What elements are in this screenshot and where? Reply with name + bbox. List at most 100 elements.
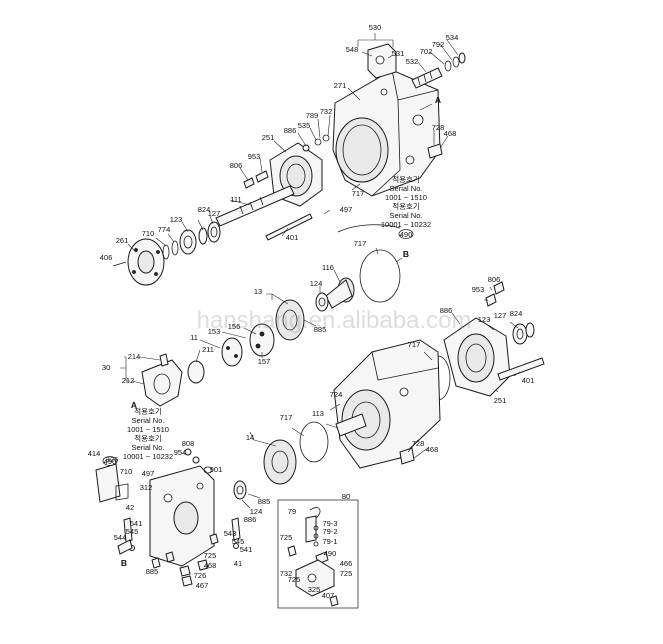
callout-211: 211 [202, 345, 214, 354]
callout-156: 156 [228, 322, 241, 331]
svg-text:Serial No.: Serial No. [132, 416, 165, 425]
callout-886-right: 886 [440, 306, 453, 315]
part-532-fitting [411, 67, 443, 89]
part-725-plug-left [209, 533, 219, 545]
callout-885-left: 885 [146, 567, 159, 576]
part-530-block [367, 43, 397, 79]
callout-271: 271 [334, 81, 347, 90]
callout-490-left: 490 [104, 457, 117, 466]
callout-534: 534 [446, 33, 459, 42]
part-325-casing [295, 559, 335, 597]
part-725-plug-box [287, 545, 297, 557]
callout-14: 14 [246, 433, 254, 442]
part-543-545-541-spool-2 [231, 517, 241, 549]
part-407-bolt [329, 595, 339, 607]
svg-text:적용호기: 적용호기 [134, 433, 162, 443]
svg-text:10001 ~ 10232: 10001 ~ 10232 [381, 220, 431, 229]
part-544-spring [117, 539, 133, 555]
pump-housing-top [332, 69, 441, 197]
callout-414: 414 [88, 449, 101, 458]
callout-325: 325 [308, 585, 321, 594]
callout-531: 531 [392, 49, 405, 58]
part-116-gear [325, 277, 355, 309]
callout-953-right: 953 [472, 285, 485, 294]
callout-80: 80 [342, 492, 350, 501]
callout-717-right: 717 [408, 340, 421, 349]
callout-789: 789 [306, 111, 319, 120]
callout-A-left: A [131, 400, 137, 410]
callout-885-low: 885 [258, 497, 271, 506]
callout-312: 312 [140, 483, 153, 492]
part-774-710-rings [162, 240, 179, 260]
part-80-group-box [277, 499, 359, 609]
part-710-gasket [115, 483, 129, 501]
part-806-953-plug-right [485, 281, 505, 307]
callout-717: 717 [352, 189, 365, 198]
callout-806-right: 806 [488, 275, 501, 284]
callout-885: 885 [314, 325, 327, 334]
part-251-cover-right [443, 317, 511, 397]
callout-541-low: 541 [240, 545, 253, 554]
callout-467: 467 [196, 581, 209, 590]
svg-text:Serial No.: Serial No. [132, 443, 165, 452]
svg-text:1001 ~ 1510: 1001 ~ 1510 [385, 193, 427, 202]
part-406-bolt [112, 261, 127, 267]
serial-note-top: 적용호기 Serial No. 1001 ~ 1510 적용호기 Serial … [381, 174, 431, 229]
callout-545-low: 545 [232, 537, 245, 546]
svg-text:Serial No.: Serial No. [390, 184, 423, 193]
callout-535: 535 [298, 121, 311, 130]
part-124-bearing-mid [315, 292, 329, 312]
callout-490-ring-left [102, 456, 118, 466]
callout-824: 824 [198, 205, 211, 214]
part-886-789-735 [302, 134, 330, 152]
callout-labels: 530 548 531 534 792 702 532 271 A 789 73… [88, 23, 535, 600]
part-717-oring-middle [359, 249, 401, 303]
callout-124: 124 [310, 279, 323, 288]
callout-arc-top [337, 224, 401, 233]
callout-251-right: 251 [494, 396, 507, 405]
callout-728-right: 728 [412, 439, 425, 448]
callout-153: 153 [208, 327, 221, 336]
callout-732-box: 732 [280, 569, 293, 578]
callout-468-right: 468 [426, 445, 439, 454]
part-401-bolt-top [265, 213, 313, 241]
part-123-127-824-right [512, 322, 535, 345]
part-14-cylinder [263, 439, 297, 485]
part-414-cover-plate [95, 463, 121, 503]
callout-710-left: 710 [120, 467, 133, 476]
part-212-swash-plate [141, 353, 183, 407]
callout-406: 406 [100, 253, 113, 262]
part-211-plate [187, 360, 205, 384]
callout-541: 541 [130, 519, 143, 528]
part-728-468-plug-top [427, 143, 443, 159]
svg-text:적용호기: 적용호기 [392, 174, 420, 184]
callout-532: 532 [406, 57, 419, 66]
callout-725-box-c: 725 [340, 569, 353, 578]
callout-116: 116 [322, 263, 334, 272]
callout-724: 724 [330, 390, 343, 399]
callout-497-left: 497 [142, 469, 155, 478]
callout-725-box-b: 725 [288, 575, 301, 584]
part-717-oring-lower [299, 421, 329, 463]
part-312-valve-block [149, 465, 215, 567]
callout-774: 774 [158, 225, 171, 234]
callout-954: 954 [174, 448, 187, 457]
part-123-bearing [179, 229, 197, 255]
svg-text:적용호기: 적용호기 [134, 406, 162, 416]
callout-113: 113 [312, 409, 324, 418]
callout-490-ring-top [398, 229, 414, 239]
callout-717-b: 717 [354, 239, 367, 248]
callout-79: 79 [288, 507, 296, 516]
part-886-885-pins [151, 551, 175, 569]
svg-text:적용호기: 적용호기 [392, 201, 420, 211]
part-111-shaft [215, 185, 295, 227]
seal-rings-792-534 [444, 52, 466, 72]
callout-468-low: 468 [204, 561, 217, 570]
callout-548: 548 [346, 45, 359, 54]
callout-261: 261 [116, 236, 129, 245]
callout-79-1: 79-1 [322, 537, 337, 546]
part-728-468-plug-bottom [399, 447, 415, 465]
part-127-824-bearing [198, 221, 221, 245]
callout-702: 702 [420, 47, 433, 56]
